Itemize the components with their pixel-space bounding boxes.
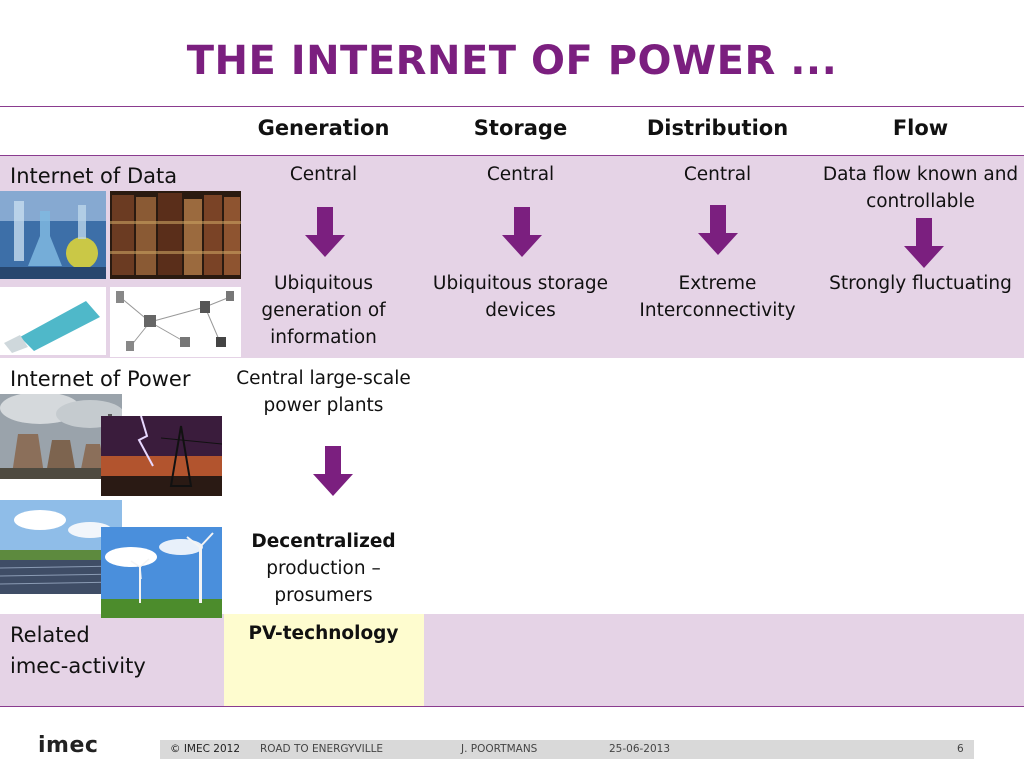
power-generation-top: Central large-scale power plants	[236, 368, 411, 416]
row-label-related-line2: imec-activity	[10, 654, 146, 678]
header-top-rule	[0, 106, 1024, 107]
down-arrow-icon	[305, 207, 345, 257]
network-devices-image	[110, 287, 241, 357]
old-books-image	[110, 191, 241, 279]
pv-technology-highlight	[224, 614, 424, 706]
power-lines-lightning-image	[101, 416, 222, 496]
footer-page-number: 6	[957, 743, 964, 755]
down-arrow-icon	[502, 207, 542, 257]
footer-bar	[160, 740, 974, 759]
data-distribution-bottom: Extreme Interconnectivity	[639, 273, 796, 321]
row-label-internet-of-power: Internet of Power	[10, 367, 191, 391]
power-generation-bottom: Decentralized production – prosumers	[225, 528, 422, 609]
data-storage-top: Central	[486, 164, 555, 185]
down-arrow-icon	[698, 205, 738, 255]
wind-turbines-image	[101, 527, 222, 618]
column-header-flow: Flow	[892, 116, 949, 140]
footer-author: J. POORTMANS	[461, 743, 538, 755]
column-header-distribution: Distribution	[646, 116, 789, 140]
lab-glassware-image	[0, 191, 106, 279]
production-prosumers-label: production – prosumers	[266, 558, 381, 606]
header-bottom-rule	[0, 155, 1024, 156]
data-flow-bottom: Strongly fluctuating	[829, 273, 1012, 294]
related-activity-band	[0, 614, 1024, 706]
down-arrow-icon	[313, 446, 353, 496]
table-bottom-rule	[0, 706, 1024, 707]
data-storage-bottom: Ubiquitous storage devices	[432, 273, 609, 321]
data-flow-top: Data flow known and controllable	[822, 164, 1019, 212]
footer-copyright: © IMEC 2012	[170, 743, 241, 755]
data-distribution-top: Central	[683, 164, 752, 185]
row-label-internet-of-data: Internet of Data	[10, 164, 178, 188]
footer-project: ROAD TO ENERGYVILLE	[260, 743, 384, 755]
slide-title: THE INTERNET OF POWER ...	[186, 38, 838, 84]
imec-logo: imec	[38, 733, 99, 758]
row-label-related-line1: Related	[10, 623, 90, 647]
down-arrow-icon	[904, 218, 944, 268]
decentralized-label: Decentralized	[251, 531, 396, 552]
column-header-generation: Generation	[257, 116, 390, 140]
column-header-storage: Storage	[473, 116, 568, 140]
data-generation-bottom: Ubiquitous generation of information	[261, 273, 386, 348]
data-generation-top: Central	[289, 164, 358, 185]
related-activity-value: PV-technology	[248, 623, 399, 644]
usb-stick-image	[0, 287, 106, 355]
row-label-related: Related imec-activity	[10, 620, 146, 682]
footer-date: 25-06-2013	[609, 743, 671, 755]
